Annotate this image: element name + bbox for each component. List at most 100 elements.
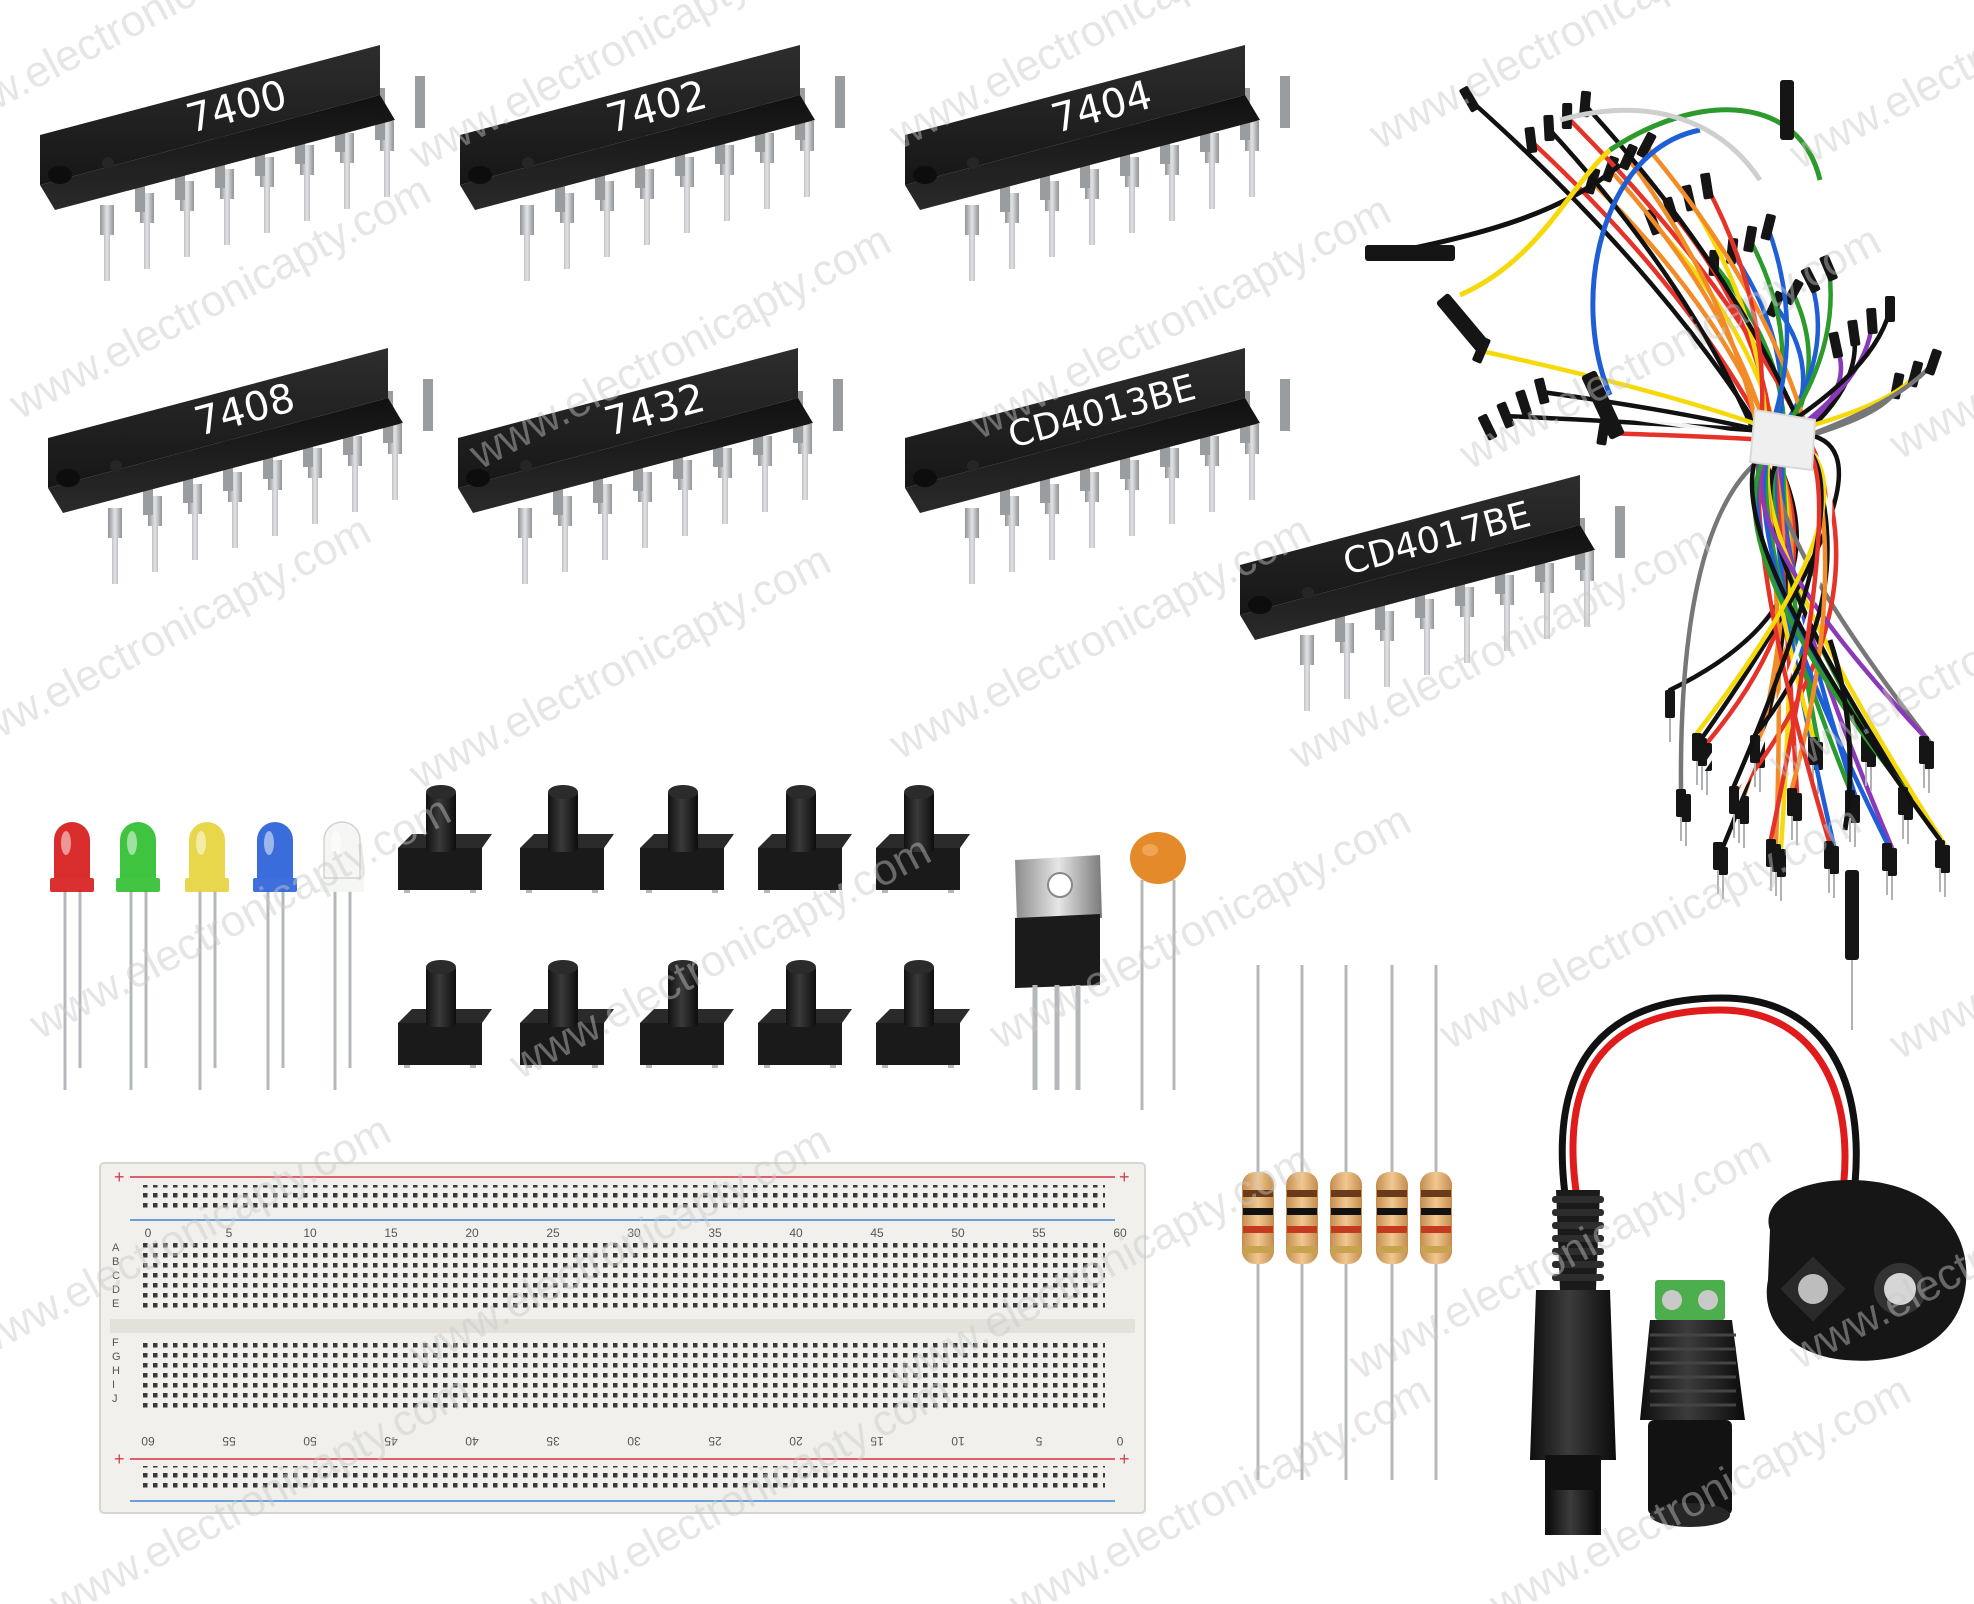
row-letter: G (112, 1351, 121, 1363)
row-letter: B (112, 1256, 119, 1268)
wire-end (1700, 172, 1714, 200)
button-plunger (668, 790, 698, 852)
black-wire (1558, 994, 1860, 1216)
rail-plus-label: + (1119, 1167, 1130, 1187)
ic-dot (110, 460, 122, 472)
led-rim (185, 878, 229, 892)
watermark-text: www.electronicapty.com (1881, 206, 1974, 470)
center-channel (110, 1319, 1135, 1333)
resistors (1242, 965, 1452, 1480)
ic-dot (967, 157, 979, 169)
resistor-band (1377, 1246, 1407, 1253)
rail-plus-label: + (1119, 1449, 1130, 1469)
ic-pin (108, 508, 122, 584)
led-white (320, 821, 364, 1090)
wire-end (1581, 370, 1625, 440)
wire-end (1847, 319, 1861, 347)
ic-pin (833, 379, 843, 431)
wire-end (1828, 331, 1844, 359)
led-highlight (196, 831, 206, 855)
led-dome (189, 822, 225, 878)
jumper-wires (1365, 80, 1950, 1030)
leds (50, 821, 364, 1090)
row-letter: J (112, 1393, 118, 1405)
resistor (1286, 965, 1318, 1480)
push-button (398, 960, 492, 1068)
resistor-band (1331, 1208, 1361, 1215)
wire-end (1692, 733, 1702, 761)
led-highlight (264, 831, 274, 855)
ic-dot (1302, 587, 1314, 599)
wire-end (1766, 839, 1776, 867)
wire-end (1676, 789, 1686, 817)
column-number: 5 (226, 1226, 233, 1240)
wire-tape (1748, 408, 1817, 472)
ic-side (460, 95, 815, 210)
button-cap (668, 785, 698, 799)
wire-end (1866, 307, 1878, 335)
ic-pin (835, 76, 845, 128)
push-button (876, 960, 970, 1068)
column-number: 25 (708, 1434, 722, 1448)
column-number: 50 (951, 1226, 965, 1240)
ic-side (905, 95, 1260, 210)
resistor-band (1287, 1226, 1317, 1233)
ic-dot (967, 460, 979, 472)
column-number: 15 (384, 1226, 398, 1240)
wire-end (1808, 737, 1818, 765)
regulator-hole (1047, 872, 1073, 898)
wire-end (1534, 377, 1550, 405)
button-cap (548, 960, 578, 974)
wire-end (1729, 786, 1739, 814)
button-plunger (904, 965, 934, 1027)
wire-end (1543, 114, 1555, 142)
strain-ridge (1552, 1261, 1604, 1268)
resistor-band (1377, 1208, 1407, 1215)
ic-pin (1280, 379, 1290, 431)
led-dome (54, 822, 90, 878)
push-buttons (398, 785, 970, 1068)
resistor-band (1243, 1226, 1273, 1233)
ic-top (905, 348, 1245, 488)
wire-end (1478, 413, 1498, 441)
wire-end (1459, 86, 1480, 113)
led-green (116, 822, 160, 1090)
column-number: 0 (145, 1226, 152, 1240)
rail-plus-label: + (114, 1167, 125, 1187)
voltage-regulator (1015, 855, 1102, 1090)
button-cap (904, 785, 934, 799)
column-number: 40 (465, 1434, 479, 1448)
column-number: 30 (627, 1434, 641, 1448)
column-number: 0 (1116, 1434, 1123, 1448)
capacitor-highlight (1142, 844, 1158, 856)
ic-notch (468, 166, 492, 184)
ic-pin (415, 76, 425, 128)
strain-ridge (1552, 1222, 1604, 1229)
wire-end (1515, 389, 1532, 417)
led-highlight (127, 831, 137, 855)
button-base (758, 1023, 842, 1065)
strain-ridge (1552, 1248, 1604, 1255)
watermark-text: www.electronicapty.com (1781, 0, 1974, 179)
wire-end (1579, 90, 1592, 118)
led-highlight (61, 831, 71, 855)
ic-pin (423, 379, 433, 431)
column-number: 5 (1035, 1434, 1042, 1448)
rail-holes (140, 1466, 1105, 1492)
button-base (520, 1023, 604, 1065)
wire-end (1780, 80, 1794, 140)
led-yellow (185, 822, 229, 1090)
wire-end (1743, 225, 1758, 253)
button-plunger (668, 965, 698, 1027)
resistor-band (1287, 1190, 1317, 1197)
wire-end (1919, 736, 1929, 764)
ic-chip: CD4017BE (1240, 475, 1625, 711)
jumper-wire (1827, 639, 1853, 831)
ic-pin (965, 508, 979, 584)
push-button (758, 960, 852, 1068)
ic-notch (56, 469, 80, 487)
button-cap (904, 960, 934, 974)
watermark-text: www.electronicapty.com (21, 786, 459, 1050)
push-button (520, 785, 614, 893)
